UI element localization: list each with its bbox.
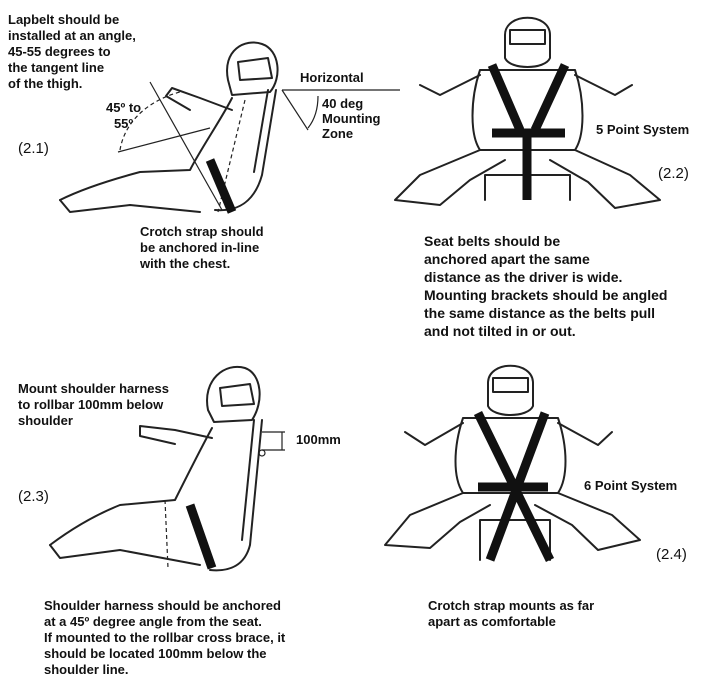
arms <box>420 75 632 95</box>
arms <box>405 423 612 445</box>
visor <box>238 58 272 80</box>
crotch-strap-instruction: Crotch strap should be anchored in-line … <box>140 224 264 272</box>
figure-label-2-3: (2.3) <box>18 488 49 505</box>
right-leg <box>550 150 660 208</box>
figure-label-2-2: (2.2) <box>658 165 689 182</box>
body-outline <box>50 428 212 545</box>
helmet <box>505 18 550 67</box>
system-label-5-point: 5 Point System <box>596 122 689 138</box>
horizontal-label: Horizontal <box>300 70 364 85</box>
seat-back <box>210 420 262 570</box>
shoulder-belts <box>492 65 565 130</box>
mount-point <box>259 450 265 456</box>
mounting-zone-line <box>282 90 308 130</box>
figure-label-2-1: (2.1) <box>18 140 49 157</box>
system-label-6-point: 6 Point System <box>584 478 677 494</box>
mounting-zone-arc <box>308 96 318 128</box>
visor <box>510 30 545 44</box>
visor <box>220 384 254 406</box>
body-outline <box>60 98 232 200</box>
left-leg <box>385 493 490 548</box>
leg-outline <box>60 200 200 212</box>
seat-belt-caption: Seat belts should be anchored apart the … <box>424 232 667 340</box>
shoulder-harness-caption: Shoulder harness should be anchored at a… <box>44 598 285 678</box>
front-view-driver-2-2 <box>395 18 660 208</box>
angle-label: 45º to 55º <box>106 100 141 132</box>
visor <box>493 378 528 392</box>
mounting-zone-label: 40 deg Mounting Zone <box>322 96 380 141</box>
figure-label-2-4: (2.4) <box>656 546 687 563</box>
left-leg <box>395 150 505 205</box>
leg-outline <box>50 545 200 565</box>
helmet <box>488 366 533 415</box>
front-view-driver-2-4 <box>385 366 640 560</box>
crotch-mount-caption: Crotch strap mounts as far apart as comf… <box>428 598 594 630</box>
crotch-strap <box>190 505 212 568</box>
seat-back-inner <box>254 90 268 172</box>
dimension-marker <box>262 432 285 450</box>
shoulder-mount-instruction: Mount shoulder harness to rollbar 100mm … <box>18 381 169 429</box>
dimension-label: 100mm <box>296 432 341 447</box>
arm <box>166 88 232 110</box>
lapbelt-instruction: Lapbelt should be installed at an angle,… <box>8 12 136 92</box>
crotch-strap <box>210 160 232 212</box>
